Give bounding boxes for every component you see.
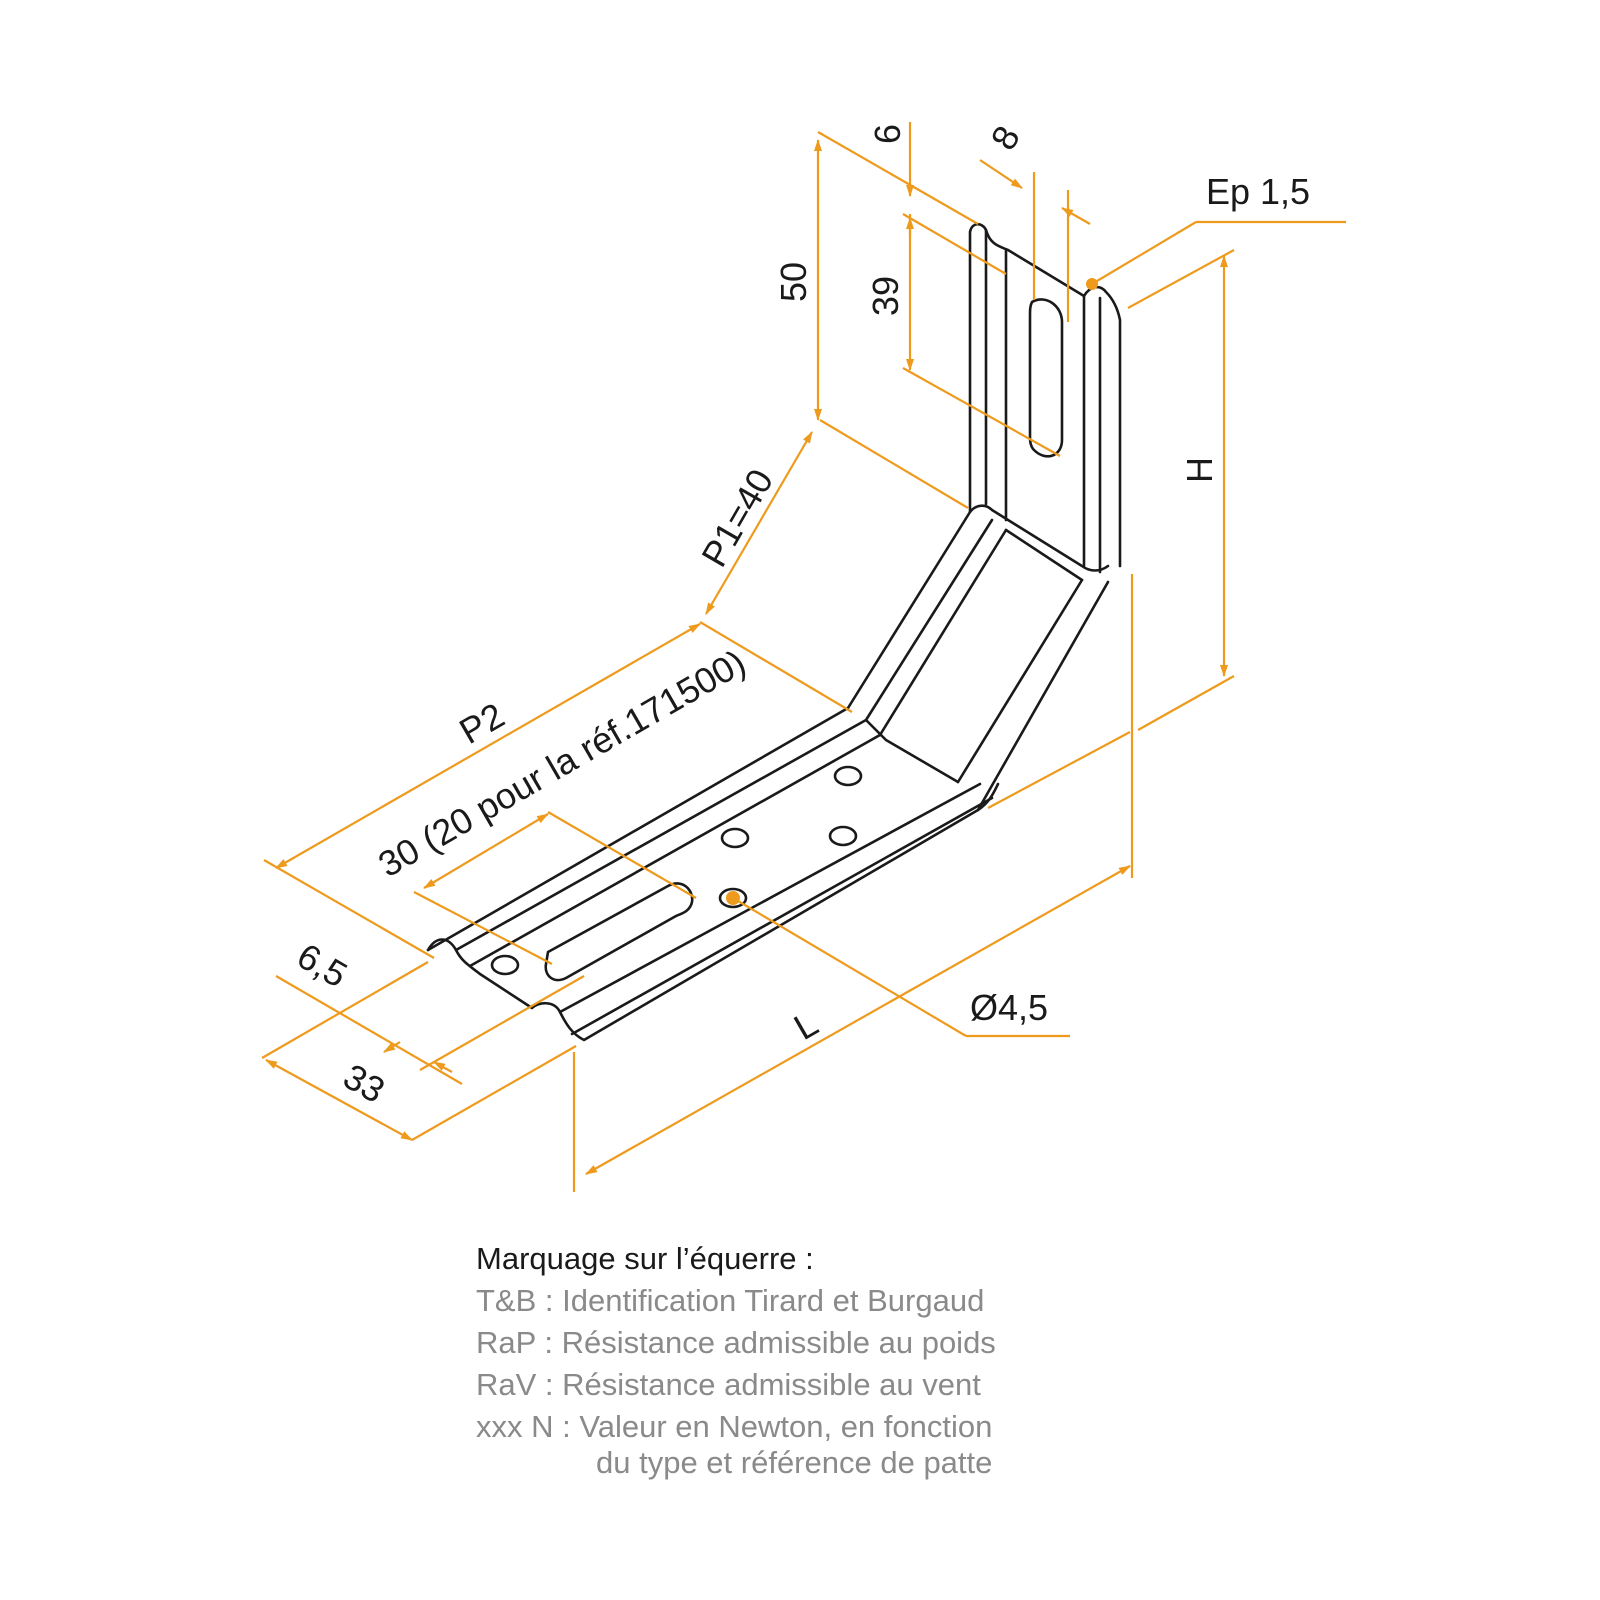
dim-6-label: 6 — [867, 124, 908, 144]
legend-row-xxx: xxx N : Valeur en Newton, en fonction — [476, 1409, 993, 1444]
base-rib-1 — [454, 718, 960, 952]
vertical-slot — [1028, 298, 1064, 458]
bend-rib-4 — [976, 580, 1110, 812]
dimension-labels: 6 8 Ep 1,5 50 39 H P1=40 P2 30 (20 pour … — [290, 119, 1310, 1111]
vertical-plate-outline — [968, 222, 1122, 568]
base-hole-4 — [833, 765, 863, 787]
dim-hole-label: Ø4,5 — [970, 987, 1048, 1028]
legend-row-rap: RaP : Résistance admissible au poids — [476, 1325, 996, 1360]
dim-50-label: 50 — [773, 262, 814, 302]
legend-title: Marquage sur l’équerre : — [476, 1241, 814, 1276]
dim-65-label: 6,5 — [290, 935, 354, 996]
base-rib-3 — [558, 782, 982, 1014]
dim-h-label: H — [1179, 457, 1220, 483]
base-hole-1 — [490, 954, 520, 976]
bend-outline — [846, 504, 1110, 710]
base-plate-outline — [426, 782, 1000, 1042]
ep-leader-dot — [1086, 278, 1098, 290]
base-hole-5 — [828, 825, 858, 847]
dim-p2-label: P2 — [452, 694, 511, 752]
dim-p1-label: P1=40 — [693, 462, 781, 574]
bend-crease — [1004, 528, 1084, 582]
bend-rib-2 — [878, 528, 1008, 737]
base-hole-2 — [720, 827, 750, 849]
dim-39-label: 39 — [865, 276, 906, 316]
legend-row-xxx-cont: du type et référence de patte — [596, 1445, 993, 1480]
dim-8-label: 8 — [982, 119, 1028, 157]
bend-rib-1 — [864, 518, 994, 722]
dim-ep-label: Ep 1,5 — [1206, 171, 1310, 212]
marking-legend: Marquage sur l’équerre : T&B : Identific… — [476, 1238, 1576, 1484]
bend-rib-3 — [956, 578, 1084, 784]
base-slot — [544, 882, 694, 982]
dim-30-label: 30 (20 pour la réf.171500) — [371, 641, 752, 885]
base-rib-4 — [570, 796, 994, 1036]
angle-bracket — [426, 222, 1122, 1042]
dimension-lines — [261, 122, 1346, 1192]
legend-row-rav: RaV : Résistance admissible au vent — [476, 1367, 981, 1402]
dim-l-label: L — [787, 1002, 825, 1048]
legend-row-tb: T&B : Identification Tirard et Burgaud — [476, 1283, 985, 1318]
